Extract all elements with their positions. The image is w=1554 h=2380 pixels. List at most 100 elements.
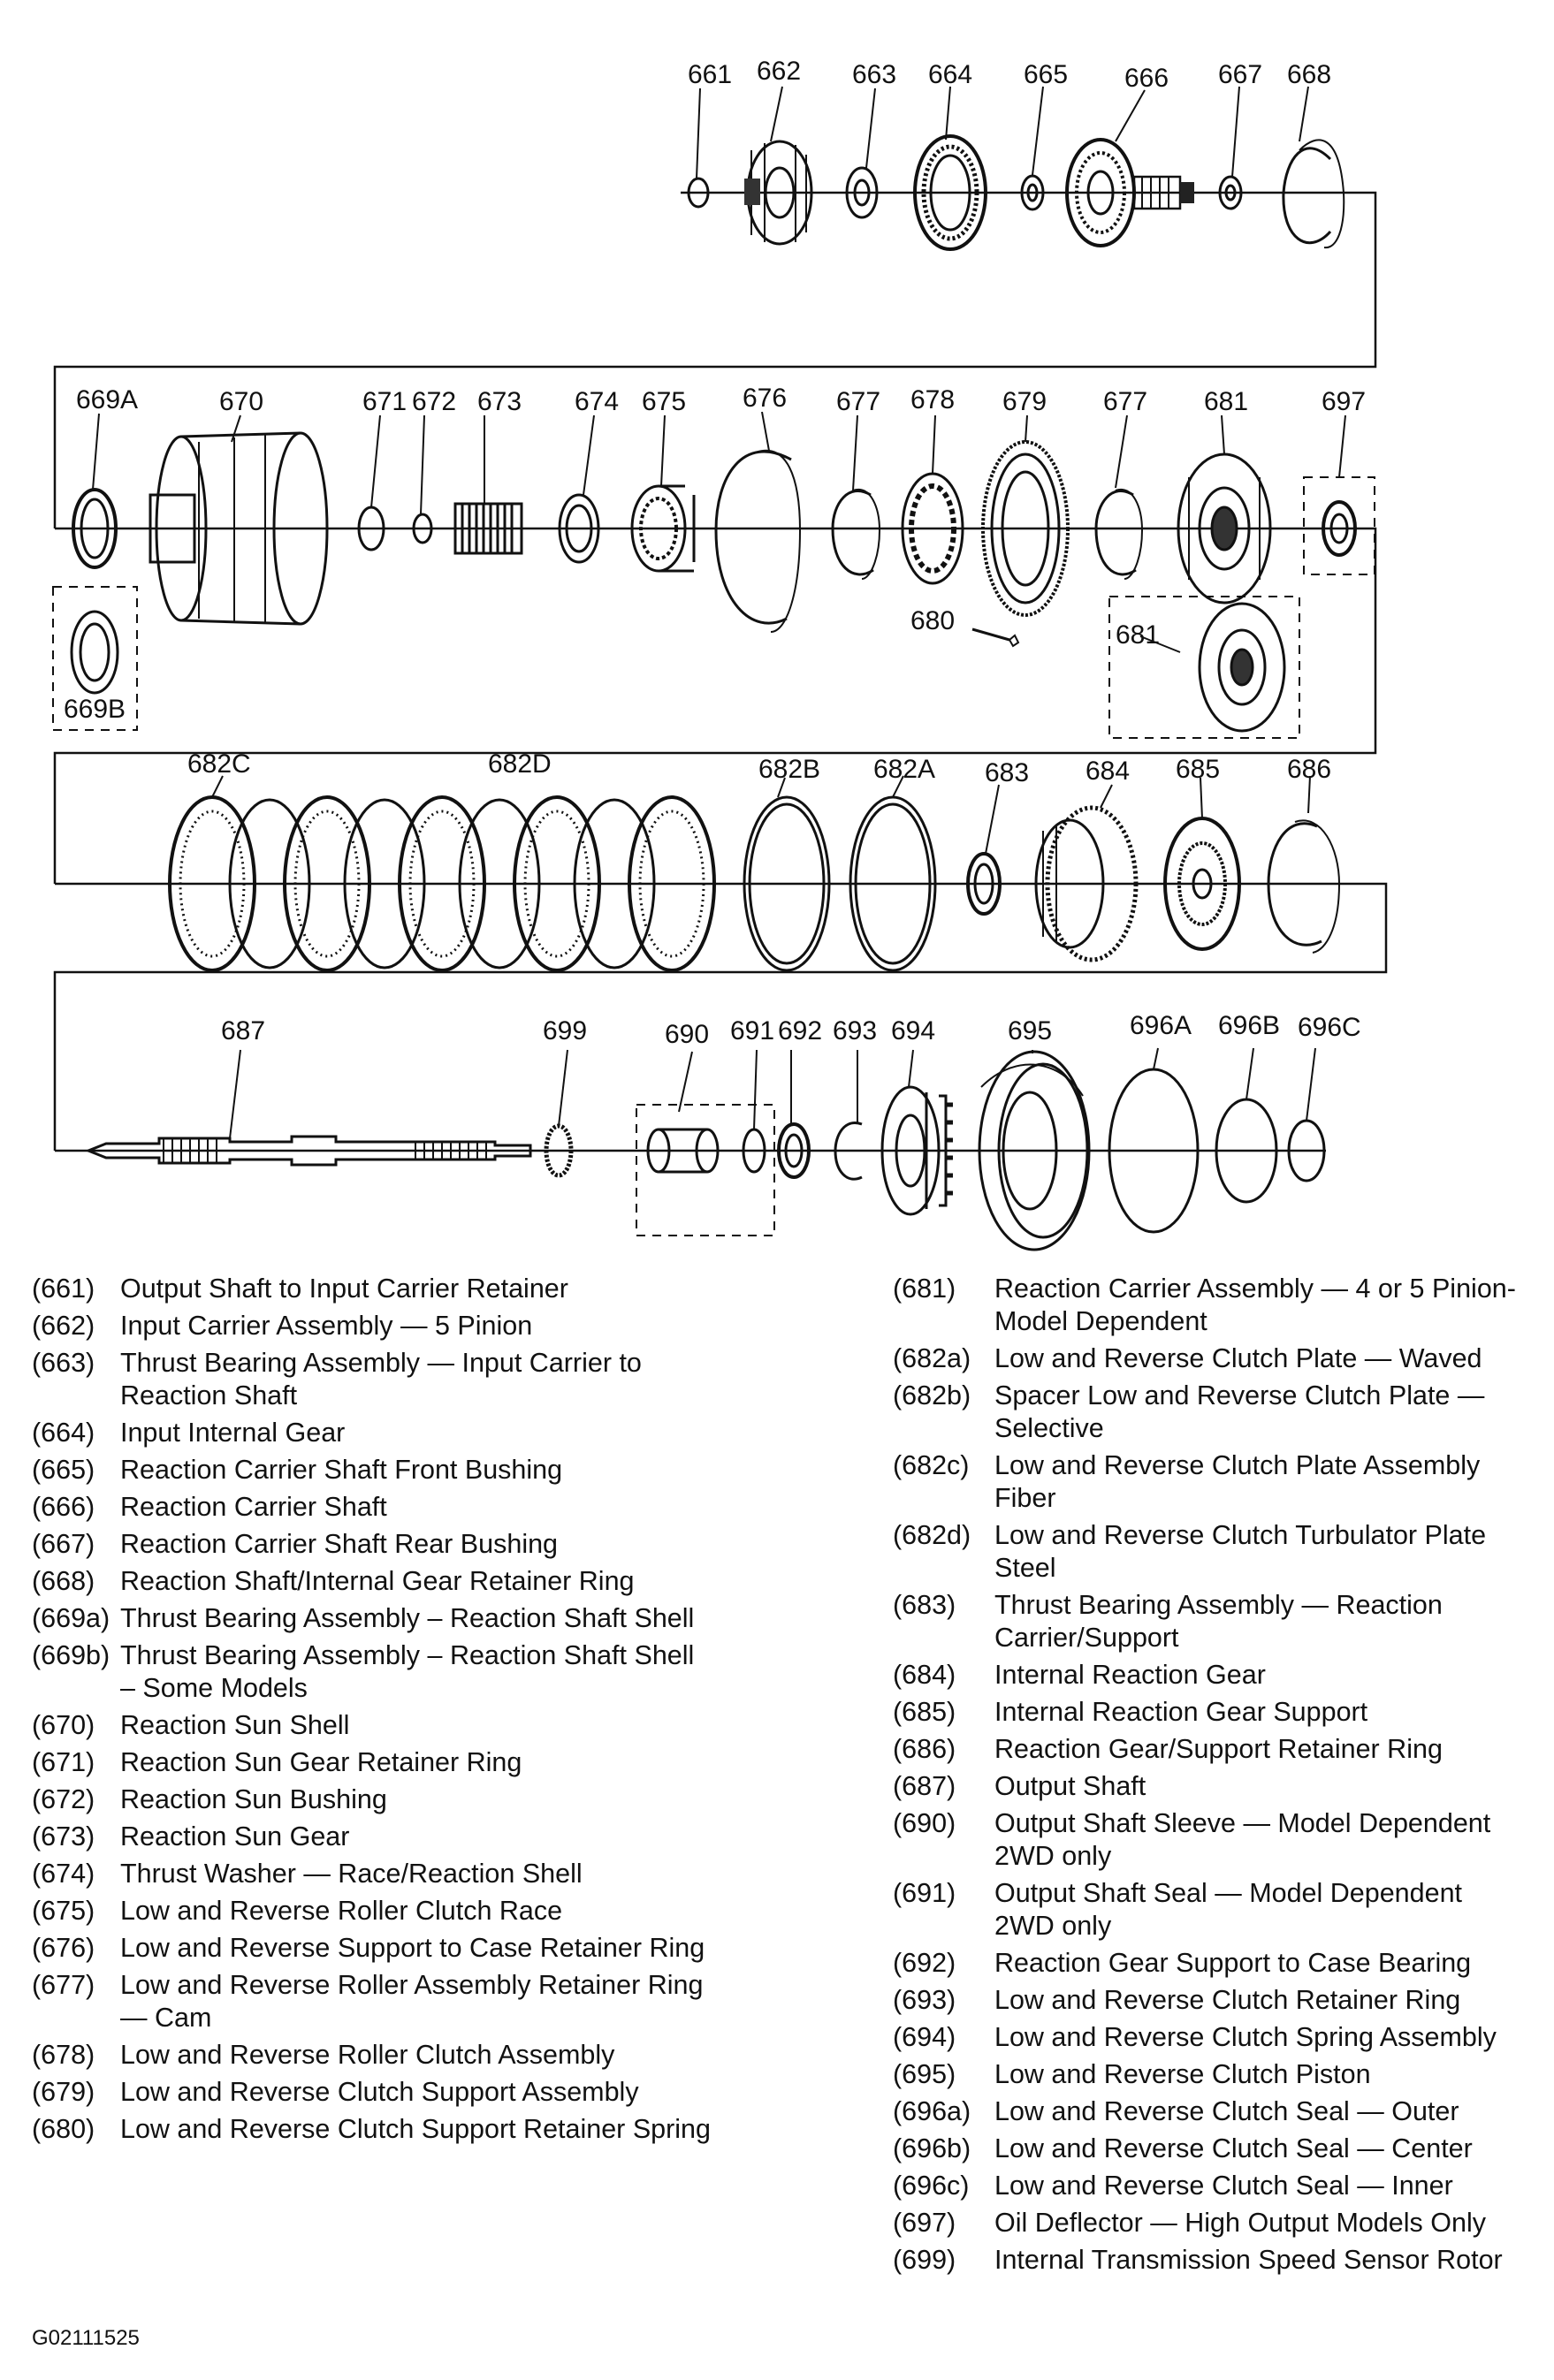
callout-676: 676 xyxy=(743,384,787,413)
legend-text: Reaction Carrier Shaft Front Bushing xyxy=(120,1455,563,1485)
part-681-alternate-carrier xyxy=(1108,596,1300,739)
exploded-parts-diagram: 661 662 663 664 665 666 667 668 669A 670… xyxy=(52,57,1388,1251)
callout-671: 671 xyxy=(362,387,407,416)
callout-669a: 669A xyxy=(76,385,138,414)
legend-item: (663)Thrust Bearing Assembly — Input Car… xyxy=(32,1347,712,1412)
legend-item: (681)Reaction Carrier Assembly — 4 or 5 … xyxy=(893,1273,1529,1338)
legend-text: Input Internal Gear xyxy=(120,1418,346,1448)
part-675-clutch-race xyxy=(630,484,696,573)
legend-text: Low and Reverse Clutch Support Retainer … xyxy=(120,2114,711,2144)
legend-item: (677)Low and Reverse Roller Assembly Ret… xyxy=(32,1969,712,2034)
legend-code: (677) xyxy=(32,1970,95,2000)
callout-691: 691 xyxy=(730,1016,774,1046)
part-669a-thrust-bearing xyxy=(72,488,118,569)
legend-code: (695) xyxy=(893,2059,956,2089)
callout-663: 663 xyxy=(852,60,896,89)
legend-code: (696a) xyxy=(893,2096,971,2126)
legend-item: (692)Reaction Gear Support to Case Beari… xyxy=(893,1947,1529,1980)
legend-item: (687)Output Shaft xyxy=(893,1770,1529,1803)
part-684-internal-reaction-gear xyxy=(1034,805,1139,962)
callout-684: 684 xyxy=(1086,757,1130,786)
legend-code: (664) xyxy=(32,1418,95,1448)
legend-text: Low and Reverse Clutch Seal — Inner xyxy=(994,2171,1453,2201)
callout-664: 664 xyxy=(928,60,972,89)
legend-code: (696b) xyxy=(893,2133,971,2163)
legend-text: Low and Reverse Clutch Turbulator Plate … xyxy=(994,1520,1487,1583)
callout-661: 661 xyxy=(688,60,732,89)
legend-text: Reaction Gear/Support Retainer Ring xyxy=(994,1734,1443,1764)
legend-code: (679) xyxy=(32,2077,95,2107)
legend-text: Input Carrier Assembly — 5 Pinion xyxy=(120,1311,533,1341)
legend-text: Low and Reverse Clutch Spring Assembly xyxy=(994,2022,1497,2052)
legend-item: (682a)Low and Reverse Clutch Plate — Wav… xyxy=(893,1342,1529,1375)
part-687-output-shaft xyxy=(84,1135,532,1167)
legend-item: (696a) Low and Reverse Clutch Seal — Oute… xyxy=(893,2095,1529,2128)
legend-text: Thrust Bearing Assembly – Reaction Shaft… xyxy=(120,1603,695,1633)
legend-item: (690)Output Shaft Sleeve — Model Depende… xyxy=(893,1807,1529,1873)
part-676-retainer-ring xyxy=(714,450,802,633)
legend-text: Low and Reverse Clutch Seal — Outer xyxy=(994,2096,1459,2126)
part-670-reaction-sun-shell xyxy=(149,431,329,626)
legend-code: (694) xyxy=(893,2022,956,2052)
callout-682b: 682B xyxy=(758,755,820,784)
legend-text: Thrust Bearing Assembly – Reaction Shaft… xyxy=(120,1640,695,1703)
legend-item: (699)Internal Transmission Speed Sensor … xyxy=(893,2244,1529,2277)
legend-code: (678) xyxy=(32,2040,95,2070)
callout-680: 680 xyxy=(910,606,955,635)
callout-687: 687 xyxy=(221,1016,265,1046)
legend-text: Reaction Carrier Shaft Rear Bushing xyxy=(120,1529,559,1559)
legend-item: (682c)Low and Reverse Clutch Plate Assem… xyxy=(893,1449,1529,1515)
legend-text: Low and Reverse Clutch Piston xyxy=(994,2059,1371,2089)
part-672 xyxy=(412,513,433,544)
legend-item: (672)Reaction Sun Bushing xyxy=(32,1783,712,1816)
callout-677-first: 677 xyxy=(836,387,880,416)
legend-item: (671)Reaction Sun Gear Retainer Ring xyxy=(32,1746,712,1779)
callout-681: 681 xyxy=(1204,387,1248,416)
callout-682c: 682C xyxy=(187,749,251,779)
legend-item: (661)Output Shaft to Input Carrier Retai… xyxy=(32,1273,712,1305)
part-692-case-bearing xyxy=(777,1122,811,1179)
legend-item: (684)Internal Reaction Gear xyxy=(893,1659,1529,1692)
legend-text: Reaction Sun Gear xyxy=(120,1821,350,1852)
legend-item: (693)Low and Reverse Clutch Retainer Rin… xyxy=(893,1984,1529,2017)
callout-695: 695 xyxy=(1008,1016,1052,1046)
legend-text: Low and Reverse Clutch Retainer Ring xyxy=(994,1985,1461,2015)
callout-675: 675 xyxy=(642,387,686,416)
legend-text: Low and Reverse Clutch Plate — Waved xyxy=(994,1343,1482,1373)
part-664-input-internal-gear xyxy=(913,134,987,251)
legend-text: Low and Reverse Roller Clutch Race xyxy=(120,1896,563,1926)
legend-text: Thrust Bearing Assembly — Input Carrier … xyxy=(120,1348,642,1411)
legend-code: (661) xyxy=(32,1274,95,1304)
legend-text: Oil Deflector — High Output Models Only xyxy=(994,2208,1486,2238)
callout-693: 693 xyxy=(833,1016,877,1046)
legend-item: (676)Low and Reverse Support to Case Ret… xyxy=(32,1932,712,1965)
callout-697: 697 xyxy=(1322,387,1366,416)
part-667-rear-bushing xyxy=(1218,175,1243,210)
legend-code: (674) xyxy=(32,1859,95,1889)
part-674-thrust-washer xyxy=(558,493,600,564)
legend-item: (695) Low and Reverse Clutch Piston xyxy=(893,2058,1529,2091)
part-665-front-bushing xyxy=(1020,174,1045,211)
callout-669b: 669B xyxy=(64,695,126,724)
legend-code: (669a) xyxy=(32,1603,110,1633)
part-666-reaction-carrier-shaft xyxy=(1065,138,1194,247)
legend-item: (683)Thrust Bearing Assembly — Reaction … xyxy=(893,1589,1529,1654)
legend-code: (671) xyxy=(32,1747,95,1777)
part-663-thrust-bearing xyxy=(845,166,879,219)
legend-item: (667)Reaction Carrier Shaft Rear Bushing xyxy=(32,1528,712,1561)
callout-681-alternate: 681 xyxy=(1116,620,1160,650)
legend-code: (680) xyxy=(32,2114,95,2144)
legend-item: (662)Input Carrier Assembly — 5 Pinion xyxy=(32,1310,712,1342)
legend-text: Low and Reverse Roller Clutch Assembly xyxy=(120,2040,615,2070)
legend-code: (673) xyxy=(32,1821,95,1852)
callout-670: 670 xyxy=(219,387,263,416)
legend-code: (683) xyxy=(893,1590,956,1620)
legend-code: (682c) xyxy=(893,1450,970,1480)
part-680-support-spring xyxy=(971,627,1020,648)
callout-686: 686 xyxy=(1287,755,1331,784)
part-682b-spacer-plate xyxy=(743,795,831,972)
legend-item: (680) Low and Reverse Clutch Support Reta… xyxy=(32,2113,712,2146)
callout-696b: 696B xyxy=(1218,1011,1280,1040)
callout-699: 699 xyxy=(543,1016,587,1046)
legend-code: (686) xyxy=(893,1734,956,1764)
